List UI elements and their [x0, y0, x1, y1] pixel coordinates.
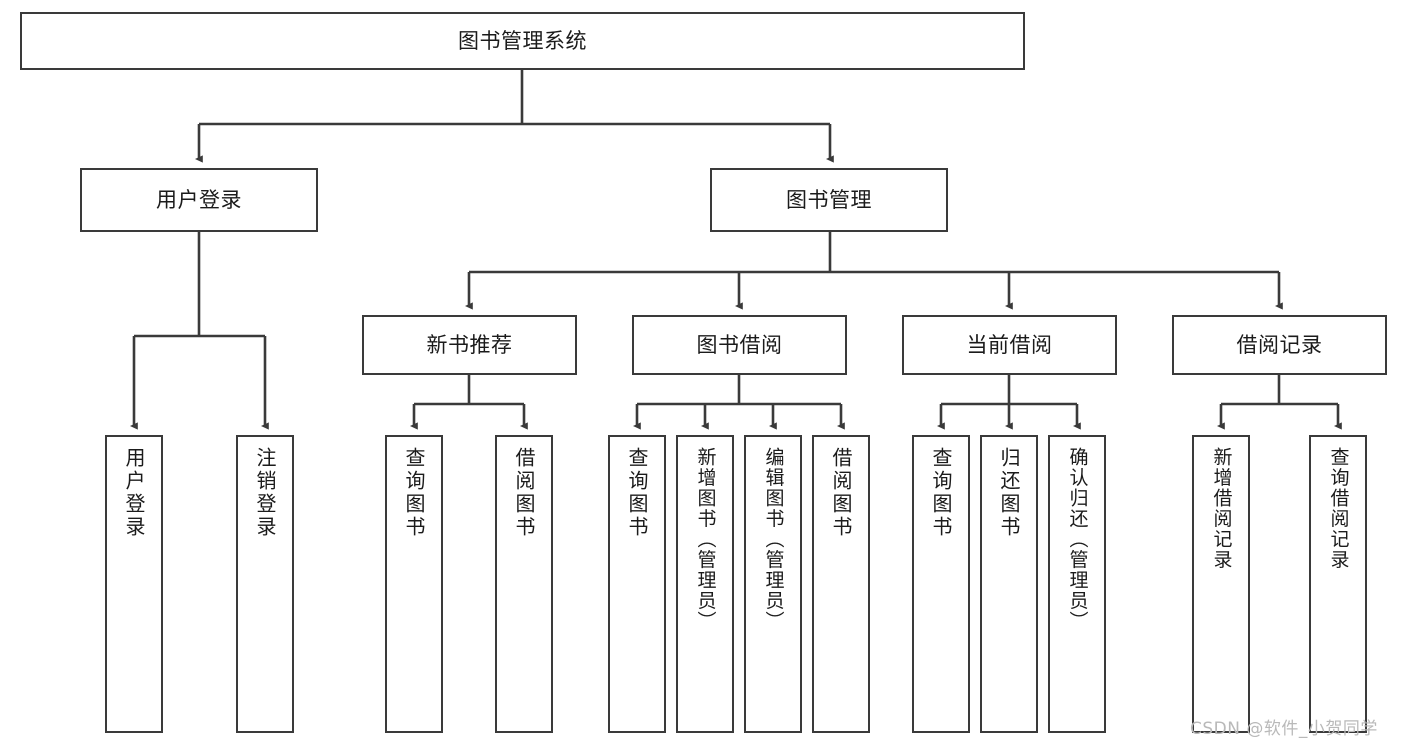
node-user-login-label: 用户登录 [156, 187, 242, 212]
node-leaf-return-book-label: 归还图书 [997, 447, 1021, 539]
node-leaf-edit-book-label: 编辑图书（管理员） [762, 447, 785, 632]
node-leaf-query-book-current-label: 查询图书 [929, 447, 953, 539]
node-leaf-edit-book[interactable]: 编辑图书（管理员） [744, 435, 802, 733]
node-leaf-confirm-return[interactable]: 确认归还（管理员） [1048, 435, 1106, 733]
node-leaf-borrow-book-recommend-label: 借阅图书 [512, 447, 536, 539]
node-root-system-label: 图书管理系统 [458, 28, 587, 53]
node-book-management-label: 图书管理 [786, 187, 872, 212]
node-book-borrow-label: 图书借阅 [696, 332, 783, 357]
node-new-book-recommend-label: 新书推荐 [426, 332, 513, 357]
node-leaf-query-borrow-record[interactable]: 查询借阅记录 [1309, 435, 1367, 733]
node-leaf-query-book-recommend[interactable]: 查询图书 [385, 435, 443, 733]
node-leaf-logout[interactable]: 注销登录 [236, 435, 294, 733]
node-leaf-logout-label: 注销登录 [253, 447, 277, 539]
node-leaf-query-book-recommend-label: 查询图书 [402, 447, 426, 539]
node-leaf-user-login-label: 用户登录 [122, 447, 146, 539]
node-borrow-record[interactable]: 借阅记录 [1172, 315, 1387, 375]
node-leaf-query-book-borrow-label: 查询图书 [625, 447, 649, 539]
node-leaf-add-borrow-record[interactable]: 新增借阅记录 [1192, 435, 1250, 733]
node-leaf-add-book-label: 新增图书（管理员） [694, 447, 717, 632]
node-current-borrow[interactable]: 当前借阅 [902, 315, 1117, 375]
node-leaf-borrow-book-recommend[interactable]: 借阅图书 [495, 435, 553, 733]
node-root-system[interactable]: 图书管理系统 [20, 12, 1025, 70]
node-leaf-query-borrow-record-label: 查询借阅记录 [1327, 447, 1350, 570]
csdn-watermark: CSDN @软件_小贺同学 [1190, 719, 1378, 739]
node-leaf-user-login[interactable]: 用户登录 [105, 435, 163, 733]
node-new-book-recommend[interactable]: 新书推荐 [362, 315, 577, 375]
node-borrow-record-label: 借阅记录 [1236, 332, 1323, 357]
node-user-login[interactable]: 用户登录 [80, 168, 318, 232]
node-leaf-return-book[interactable]: 归还图书 [980, 435, 1038, 733]
node-leaf-query-book-borrow[interactable]: 查询图书 [608, 435, 666, 733]
node-book-borrow[interactable]: 图书借阅 [632, 315, 847, 375]
node-current-borrow-label: 当前借阅 [966, 332, 1053, 357]
node-leaf-borrow-book-borrow[interactable]: 借阅图书 [812, 435, 870, 733]
node-leaf-add-book[interactable]: 新增图书（管理员） [676, 435, 734, 733]
node-leaf-confirm-return-label: 确认归还（管理员） [1066, 447, 1089, 632]
node-book-management[interactable]: 图书管理 [710, 168, 948, 232]
node-leaf-query-book-current[interactable]: 查询图书 [912, 435, 970, 733]
node-leaf-borrow-book-borrow-label: 借阅图书 [829, 447, 853, 539]
node-leaf-add-borrow-record-label: 新增借阅记录 [1210, 447, 1233, 570]
